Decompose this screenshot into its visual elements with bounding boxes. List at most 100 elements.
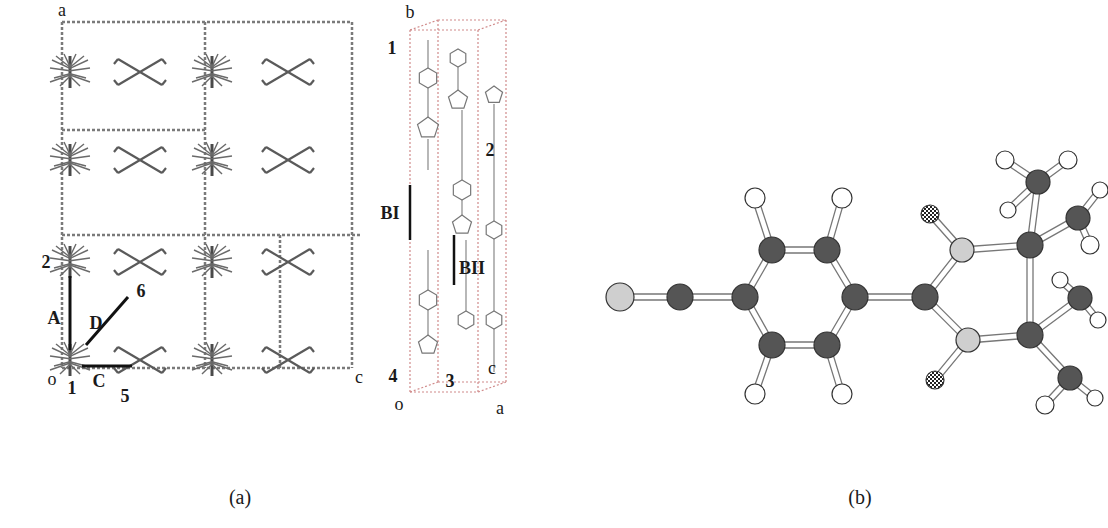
bond	[212, 163, 232, 170]
bond	[211, 344, 214, 376]
atom	[745, 188, 765, 208]
axis-label: 1	[388, 39, 397, 57]
atom	[1090, 312, 1106, 328]
bond	[457, 67, 458, 90]
bond	[262, 347, 266, 352]
bond	[266, 147, 310, 173]
bond	[192, 156, 212, 159]
bond	[310, 147, 314, 152]
atom	[832, 188, 852, 208]
axis-label: 3	[446, 372, 455, 390]
atom	[1092, 182, 1108, 198]
panel-caption: (a)	[229, 487, 251, 507]
bond	[310, 59, 314, 64]
cell-edge	[62, 129, 205, 132]
atom	[956, 328, 980, 352]
axis-label: D	[90, 314, 103, 332]
bond	[50, 163, 70, 170]
bond	[310, 249, 314, 254]
bond	[118, 59, 162, 85]
molecule-end-view	[114, 347, 166, 373]
bond	[162, 59, 166, 64]
panel-caption: (b)	[848, 487, 871, 507]
bond	[118, 249, 162, 275]
atom	[814, 332, 840, 358]
bond	[262, 249, 266, 254]
molecule-end-view	[114, 249, 166, 275]
axis-label: C	[93, 372, 106, 390]
bond	[118, 147, 162, 173]
atom	[832, 384, 852, 404]
bond	[212, 356, 232, 359]
bond	[70, 68, 90, 71]
bond	[266, 59, 310, 85]
molecule-model	[606, 151, 1108, 414]
axis-marker	[453, 235, 456, 285]
atom	[1026, 170, 1050, 194]
bond	[461, 200, 462, 215]
axis-label: 6	[137, 282, 146, 300]
bond	[192, 163, 212, 170]
atom	[1081, 236, 1099, 254]
atom	[1000, 202, 1016, 218]
molecule-side-view	[192, 244, 232, 278]
bond	[50, 156, 70, 159]
bond	[266, 347, 310, 373]
bond	[262, 168, 266, 173]
bond	[211, 246, 214, 278]
bond	[114, 368, 118, 373]
bond	[162, 249, 166, 254]
atom	[667, 284, 693, 310]
bond	[70, 54, 76, 67]
molecule-side-view	[50, 54, 90, 88]
axis-label: 2	[42, 253, 51, 271]
bond	[64, 142, 70, 155]
bond	[310, 368, 314, 373]
axis-label: a	[496, 399, 504, 417]
bond	[162, 168, 166, 173]
bond	[118, 347, 162, 373]
cell-edge	[351, 22, 354, 368]
bond	[114, 59, 118, 64]
bond	[212, 54, 218, 67]
bond	[212, 363, 232, 370]
ring	[419, 290, 436, 310]
bond	[212, 244, 218, 257]
atom	[1068, 286, 1092, 310]
ring	[453, 180, 470, 200]
atom	[1052, 272, 1068, 288]
lattice-vector	[82, 365, 132, 368]
bond	[162, 80, 166, 85]
bond	[212, 75, 232, 82]
bond	[64, 54, 70, 67]
molecule-side-view	[192, 54, 232, 88]
bond	[114, 80, 118, 85]
axis-marker	[409, 185, 412, 240]
cell-edge	[410, 382, 438, 392]
bond	[212, 142, 218, 155]
cell-edge	[410, 29, 478, 30]
lattice-vector	[86, 297, 128, 345]
bond	[212, 265, 232, 272]
axis-label: a	[58, 1, 66, 19]
bond	[266, 347, 310, 373]
bond	[427, 88, 428, 117]
atom	[745, 384, 765, 404]
atom	[759, 332, 785, 358]
molecule-end-view	[114, 59, 166, 85]
cell-edge	[410, 391, 478, 392]
axis-label: BII	[459, 259, 485, 277]
atom	[1059, 151, 1077, 169]
bond	[118, 347, 162, 373]
bond	[427, 40, 428, 68]
bond	[262, 80, 266, 85]
bond	[262, 59, 266, 64]
bond	[114, 147, 118, 152]
bond	[206, 244, 212, 257]
atom	[814, 237, 840, 263]
bond	[192, 258, 212, 261]
bond	[266, 249, 310, 275]
bond	[310, 270, 314, 275]
cell-edge	[437, 20, 438, 382]
